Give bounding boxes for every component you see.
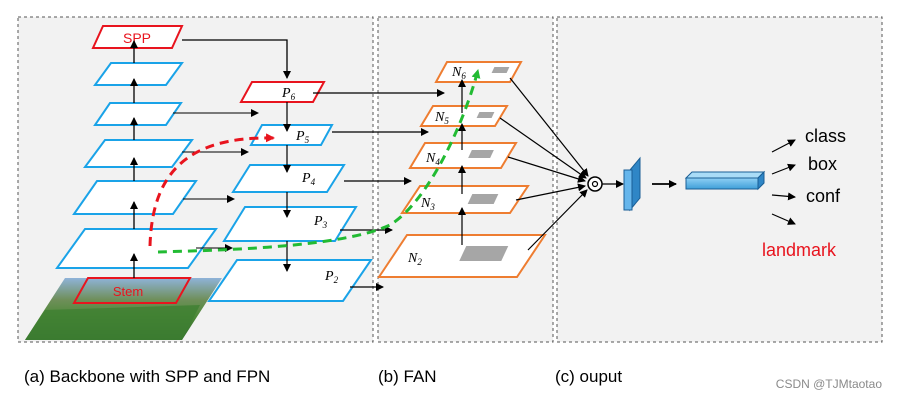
caption-output: (c) ouput — [555, 367, 622, 386]
stem-block — [72, 277, 192, 304]
backbone-stage-1 — [55, 228, 218, 269]
n2-feature — [459, 246, 509, 261]
output-box: box — [808, 154, 837, 174]
watermark: CSDN @TJMtaotao — [776, 377, 883, 391]
backbone-stage-2 — [72, 180, 198, 215]
out-arrow-landmark — [771, 213, 796, 225]
caption-backbone: (a) Backbone with SPP and FPN — [24, 367, 270, 386]
output-landmark: landmark — [762, 240, 837, 260]
fpn-p4 — [231, 164, 346, 193]
fc-bar — [685, 177, 759, 190]
spp-to-p6 — [182, 39, 291, 79]
out-arrow-class — [771, 139, 796, 153]
fc-bar-top — [684, 171, 766, 179]
concat-node — [587, 176, 603, 192]
fpn-p5 — [249, 124, 334, 146]
fan-n4 — [408, 142, 518, 169]
concat-node-inner — [591, 180, 599, 188]
input-image-ground — [25, 305, 200, 340]
fpn-p4-label: P4 — [301, 171, 316, 187]
backbone-stage-3 — [83, 139, 194, 168]
caption-fan: (b) FAN — [378, 367, 437, 386]
fpn-p6 — [239, 81, 326, 103]
stem-label: Stem — [113, 284, 143, 299]
conv-block — [623, 169, 633, 211]
backbone-stage-4 — [93, 102, 183, 126]
n3-to-concat — [515, 183, 586, 201]
fpn-p5-label: P5 — [295, 129, 310, 145]
n4-to-concat — [507, 156, 586, 183]
fan-n6 — [434, 61, 523, 83]
backbone-stage-5 — [93, 62, 184, 86]
fpn-p6-label: P6 — [281, 86, 296, 102]
fan-n4-label: N4 — [425, 151, 440, 167]
out-arrow-box — [771, 163, 796, 175]
n5-to-concat — [499, 117, 587, 179]
green-path — [157, 69, 481, 254]
fpn-p3-label: P3 — [313, 214, 328, 230]
fpn-p2-label: P2 — [324, 269, 339, 285]
fan-n6-label: N6 — [451, 65, 466, 81]
n6-feature — [491, 67, 510, 73]
n6-to-concat — [509, 77, 589, 177]
n3-feature — [467, 194, 499, 204]
output-class: class — [805, 126, 846, 146]
n2-to-concat — [527, 189, 588, 251]
n5-feature — [476, 112, 495, 118]
output-conf: conf — [806, 186, 841, 206]
fan-n3 — [400, 185, 530, 214]
spp-block — [91, 25, 184, 49]
out-arrow-conf — [771, 192, 796, 201]
fpn-p3 — [222, 206, 358, 242]
n4-feature — [468, 150, 494, 158]
fan-n2-label: N2 — [407, 251, 422, 267]
fan-n5-label: N5 — [434, 110, 449, 126]
fpn-p2 — [207, 259, 373, 302]
fan-n3-label: N3 — [420, 196, 435, 212]
spp-label: SPP — [123, 30, 151, 46]
